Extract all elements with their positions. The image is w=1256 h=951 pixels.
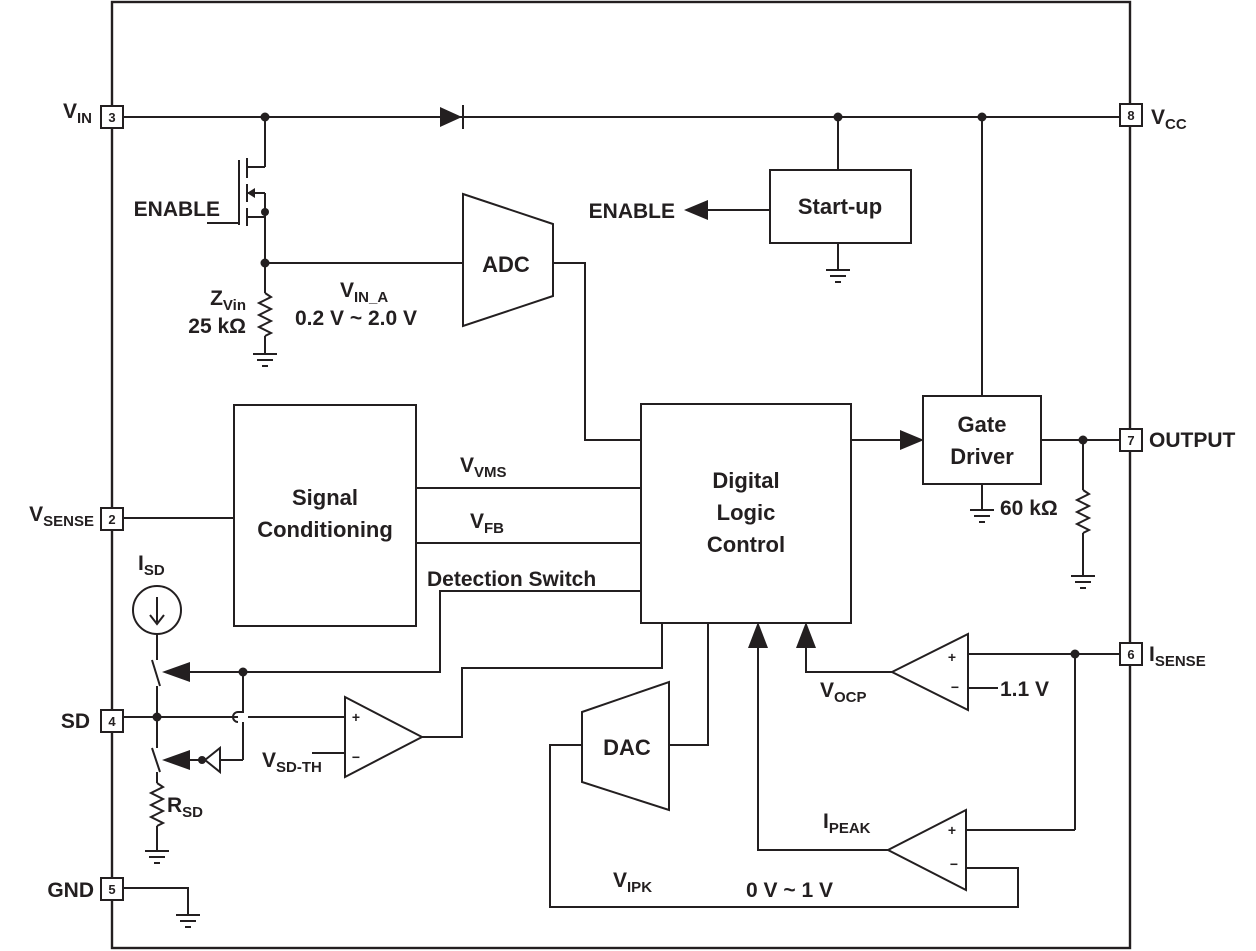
pin-gnd-label: GND — [47, 879, 94, 902]
output-resistor-label: 60 kΩ — [1000, 497, 1058, 520]
pin-vcc-label: VCC — [1151, 106, 1187, 133]
vvms-label: VVMS — [460, 454, 507, 481]
signal-conditioning-block: Signal Conditioning VVMS VFB Detection S… — [124, 404, 641, 627]
zvin-value: 25 kΩ — [188, 315, 246, 338]
diode-symbol — [440, 107, 462, 127]
ground-symbol-startup — [826, 269, 850, 283]
dac-block: DAC — [581, 623, 709, 812]
digital-logic-line1: Digital — [712, 468, 779, 493]
gate-driver-line1: Gate — [958, 412, 1007, 437]
rsd-label: RSD — [167, 794, 203, 821]
detection-switch-path — [162, 590, 641, 775]
gnd-pin-ground — [124, 887, 200, 928]
signal-conditioning-line1: Signal — [292, 485, 358, 510]
pin-gnd: 5 GND — [47, 877, 124, 902]
gate-driver-block: Gate Driver 60 kΩ — [922, 117, 1120, 589]
zvin-resistor: ZVin 25 kΩ — [188, 263, 277, 367]
digital-logic-line2: Logic — [717, 500, 776, 525]
vipk-range: 0 V ~ 1 V — [746, 879, 833, 902]
vipk-label: VIPK — [613, 869, 652, 896]
pin-isense: 6 ISENSE — [1119, 642, 1206, 670]
isd-label: ISD — [138, 552, 165, 579]
pin-vsense-number: 2 — [108, 512, 115, 527]
input-mosfet: ENABLE — [134, 117, 270, 268]
vfb-label: VFB — [470, 510, 504, 537]
pin-output-number: 7 — [1127, 433, 1134, 448]
vin-a-label: VIN_A — [340, 279, 388, 306]
pin-vin: 3 VIN — [63, 100, 124, 129]
vocp-label: VOCP — [820, 679, 867, 706]
vin-rail — [124, 105, 1120, 129]
sd-minus: − — [352, 749, 360, 765]
enable-fet-label: ENABLE — [134, 198, 220, 221]
sd-comparator: + − VSD-TH — [262, 623, 663, 779]
enable-startup-label: ENABLE — [589, 200, 675, 223]
pin-isense-label: ISENSE — [1149, 643, 1206, 670]
pin-vin-label: VIN — [63, 100, 92, 127]
sd-plus: + — [352, 709, 360, 725]
ipeak-comparator: + − IPEAK VIPK 0 V ~ 1 V — [549, 622, 1076, 908]
pin-output-label: OUTPUT — [1149, 429, 1236, 452]
chip-outline — [110, 0, 1132, 950]
pin-isense-number: 6 — [1127, 647, 1134, 662]
pin-vcc-number: 8 — [1127, 108, 1134, 123]
ipeak-minus: − — [950, 856, 958, 872]
ipeak-label: IPEAK — [823, 810, 871, 837]
pin-sd-number: 4 — [108, 714, 116, 729]
gate-driver-line2: Driver — [950, 444, 1014, 469]
vsd-th-label: VSD-TH — [262, 749, 322, 776]
ocp-minus: − — [951, 679, 959, 695]
dac-label: DAC — [603, 735, 651, 760]
pin-vsense-label: VSENSE — [29, 503, 94, 530]
ipeak-plus: + — [948, 822, 956, 838]
sd-section: ISD RSD — [124, 552, 345, 864]
signal-conditioning-line2: Conditioning — [257, 517, 393, 542]
zvin-label: ZVin — [210, 287, 246, 314]
startup-label: Start-up — [798, 194, 882, 219]
ocp-ref-label: 1.1 V — [1000, 678, 1049, 701]
pin-gnd-number: 5 — [108, 882, 115, 897]
digital-logic-control-block: Digital Logic Control — [640, 403, 924, 624]
pin-output: 7 OUTPUT — [1119, 428, 1236, 452]
ocp-plus: + — [948, 649, 956, 665]
startup-block: Start-up ENABLE — [589, 117, 912, 283]
pin-vcc: 8 VCC — [1119, 103, 1187, 133]
pin-vin-number: 3 — [108, 110, 115, 125]
detection-switch-label: Detection Switch — [427, 568, 596, 591]
pin-sd: 4 SD — [61, 709, 124, 733]
pin-vsense: 2 VSENSE — [29, 503, 124, 531]
adc-block: ADC VIN_A 0.2 V ~ 2.0 V — [265, 192, 641, 441]
vin-a-range: 0.2 V ~ 2.0 V — [295, 307, 417, 330]
digital-logic-line3: Control — [707, 532, 785, 557]
pin-sd-label: SD — [61, 710, 90, 733]
ocp-comparator: + − 1.1 V VOCP — [796, 622, 1120, 712]
adc-label: ADC — [482, 252, 530, 277]
